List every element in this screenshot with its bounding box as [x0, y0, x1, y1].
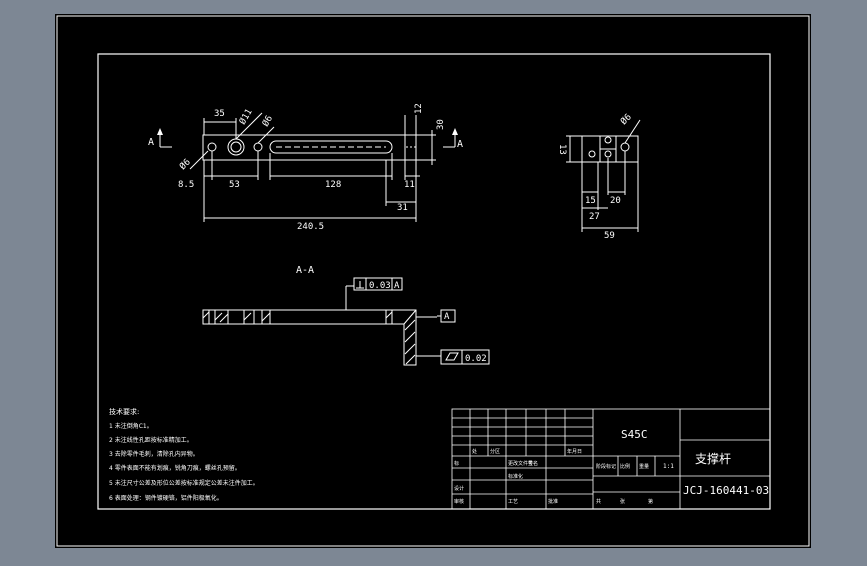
- tb-label: 标: [454, 460, 459, 467]
- dim-31: 31: [397, 203, 408, 213]
- tb-label: 重量: [639, 463, 649, 470]
- gdt-datum-box: [437, 309, 456, 323]
- front-view: [159, 112, 456, 222]
- side-view: [566, 119, 641, 232]
- dim-12: 12: [414, 103, 424, 114]
- dim-53: 53: [229, 180, 240, 190]
- section-marker-left: A: [148, 137, 154, 148]
- note-line: 2 未注线性孔距按标准精加工。: [109, 436, 193, 444]
- dim-dia-6-top: Ø6: [260, 114, 275, 129]
- tb-label: 工艺: [508, 499, 518, 505]
- tb-label: 张: [620, 498, 625, 505]
- tb-label: 审核: [454, 498, 464, 505]
- section-view: [202, 285, 437, 366]
- note-line: 4 零件表面不能有划痕，锐角刀痕，螺丝孔预留。: [109, 464, 241, 472]
- tb-label: 比例: [620, 463, 630, 470]
- scale-value: 1:1: [663, 463, 674, 470]
- tb-label: 处: [472, 448, 477, 455]
- gdt-perpendicularity-frame: [353, 277, 403, 291]
- dim-27: 27: [589, 212, 600, 222]
- part-name: 支撑杆: [695, 451, 731, 466]
- notes-title: 技术要求:: [109, 407, 139, 416]
- dim-35: 35: [214, 109, 225, 119]
- note-line: 6 表面处理：钢件镀硬铬，铝件阳极氧化。: [109, 494, 223, 502]
- gdt-perp-datum: A: [394, 281, 400, 291]
- section-hatching: [202, 311, 416, 365]
- dim-8-5: 8.5: [178, 180, 194, 190]
- slot: [269, 140, 393, 154]
- front-view-arrows: [157, 128, 458, 135]
- material-label: S45C: [621, 428, 648, 441]
- tb-label: 阶段标记: [596, 463, 616, 470]
- tb-label: 第: [648, 498, 653, 505]
- dim-59: 59: [604, 231, 615, 241]
- gdt-flatness-frame: [437, 349, 490, 365]
- dim-20: 20: [610, 196, 621, 206]
- section-title: A-A: [296, 265, 314, 276]
- tb-label: 年月日: [567, 448, 582, 455]
- note-line: 3 去除零件毛刺，清除孔内异物。: [109, 450, 199, 458]
- dim-128: 128: [325, 180, 341, 190]
- datum-label: A: [444, 312, 450, 322]
- tb-label: 批准: [548, 498, 558, 505]
- inner-frame: [97, 53, 771, 510]
- outer-border: [56, 15, 810, 547]
- tb-label: 共: [596, 498, 601, 505]
- title-block: [451, 408, 771, 510]
- dim-11: 11: [404, 180, 415, 190]
- side-hole-top: [604, 136, 612, 144]
- note-line: 5 未注尺寸公差及形位公差按标准规定公差未注件加工。: [109, 479, 259, 487]
- tb-label: 更改文件号: [508, 460, 533, 467]
- gdt-flat-value: 0.02: [465, 354, 487, 364]
- paper-sheet: [55, 14, 811, 548]
- gdt-perp-value: 0.03: [369, 281, 391, 291]
- title-block-small-labels: 标 处 分区 更改文件号 签名 年月日 设计 标准化 阶段标记 重量 比例 审核…: [454, 448, 653, 505]
- technical-notes: 技术要求: 1 未注倒角C1。 2 未注线性孔距按标准精加工。 3 去除零件毛刺…: [109, 407, 259, 502]
- note-line: 1 未注倒角C1。: [109, 422, 153, 430]
- tb-label: 签名: [528, 460, 538, 467]
- section-marker-right: A: [457, 139, 463, 150]
- dim-13: 13: [557, 144, 567, 155]
- dim-30: 30: [436, 119, 446, 130]
- dim-15: 15: [585, 196, 596, 206]
- tb-label: 设计: [454, 485, 464, 492]
- tb-label: 分区: [490, 448, 500, 455]
- tb-label: 标准化: [508, 473, 523, 480]
- drawing-number: JCJ-160441-03: [683, 484, 769, 497]
- dim-240-5: 240.5: [297, 222, 324, 232]
